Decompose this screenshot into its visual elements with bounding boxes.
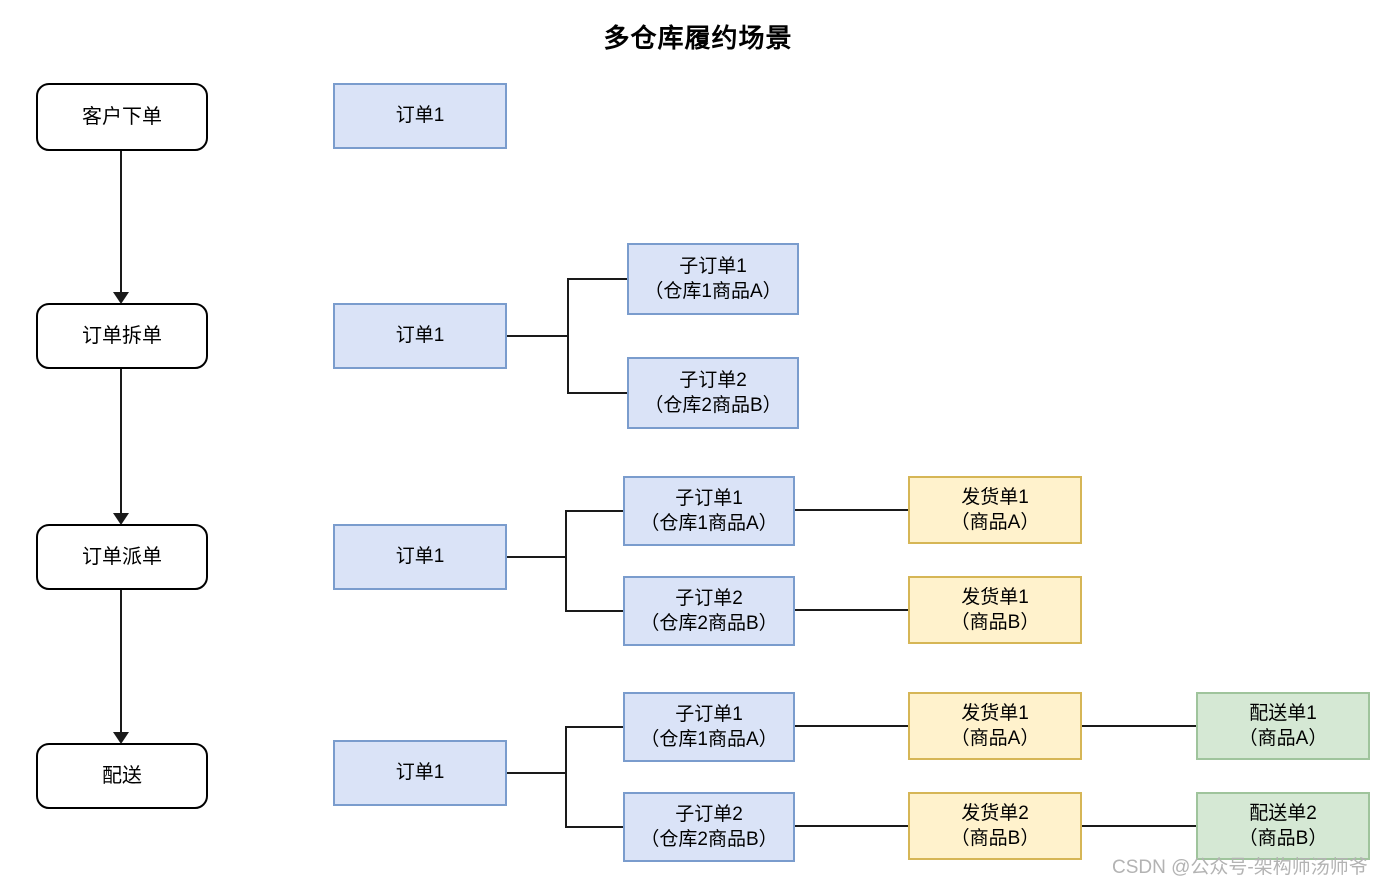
node-label-primary: 发货单2 bbox=[961, 802, 1029, 824]
shipment-node-row-delivery-1[interactable]: 发货单1 （商品A） bbox=[908, 692, 1082, 760]
suborder-to-shipment-line-row-order-dispatch-2 bbox=[795, 609, 908, 611]
fork-riser-row-order-dispatch bbox=[565, 510, 567, 612]
node-label-primary: 订单1 bbox=[395, 105, 445, 127]
order-node-row-order-placed-1[interactable]: 订单1 bbox=[333, 83, 507, 149]
shipment-node-row-order-dispatch-1[interactable]: 发货单1 （商品A） bbox=[908, 476, 1082, 544]
node-label-primary: 发货单1 bbox=[961, 486, 1029, 508]
suborder-to-shipment-line-row-order-dispatch-1 bbox=[795, 509, 908, 511]
node-label-primary: 订单1 bbox=[395, 325, 445, 347]
fork-riser-row-delivery bbox=[565, 726, 567, 828]
node-label-secondary: （商品B） bbox=[950, 828, 1040, 849]
stage-arrow-line-1 bbox=[120, 151, 122, 292]
node-label-secondary: （商品A） bbox=[1238, 728, 1328, 749]
node-label-primary: 子订单2 bbox=[675, 587, 743, 609]
node-label-secondary: （仓库2商品B） bbox=[640, 613, 778, 634]
node-label-primary: 订单拆单 bbox=[82, 324, 162, 347]
node-label-primary: 发货单1 bbox=[961, 586, 1029, 608]
order-to-fork-line-row-order-dispatch bbox=[507, 556, 565, 558]
fork-branch-2-row-delivery bbox=[565, 826, 623, 828]
node-label-primary: 订单派单 bbox=[82, 545, 162, 568]
stage-arrow-head-1 bbox=[113, 292, 129, 304]
node-label-primary: 客户下单 bbox=[82, 105, 162, 128]
node-label-primary: 子订单2 bbox=[675, 803, 743, 825]
shipment-node-row-order-dispatch-2[interactable]: 发货单1 （商品B） bbox=[908, 576, 1082, 644]
suborder-node-row-delivery-1[interactable]: 子订单1 （仓库1商品A） bbox=[623, 692, 795, 762]
stage-node-3[interactable]: 订单派单 bbox=[36, 524, 208, 590]
stage-arrow-line-3 bbox=[120, 590, 122, 732]
fork-branch-1-row-order-split bbox=[567, 278, 627, 280]
node-label-secondary: （仓库2商品B） bbox=[640, 829, 778, 850]
delivery-node-row-delivery-2[interactable]: 配送单2 （商品B） bbox=[1196, 792, 1370, 860]
node-label-primary: 子订单1 bbox=[675, 487, 743, 509]
fork-riser-row-order-split bbox=[567, 278, 569, 394]
fork-branch-1-row-order-dispatch bbox=[565, 510, 623, 512]
suborder-to-shipment-line-row-delivery-1 bbox=[795, 725, 908, 727]
order-node-row-order-split-1[interactable]: 订单1 bbox=[333, 303, 507, 369]
order-to-fork-line-row-delivery bbox=[507, 772, 565, 774]
suborder-node-row-order-split-1[interactable]: 子订单1 （仓库1商品A） bbox=[627, 243, 799, 315]
stage-arrow-head-2 bbox=[113, 513, 129, 525]
suborder-node-row-order-dispatch-1[interactable]: 子订单1 （仓库1商品A） bbox=[623, 476, 795, 546]
node-label-secondary: （仓库1商品A） bbox=[640, 513, 778, 534]
node-label-primary: 发货单1 bbox=[961, 702, 1029, 724]
order-node-row-order-dispatch-1[interactable]: 订单1 bbox=[333, 524, 507, 590]
node-label-secondary: （仓库1商品A） bbox=[644, 281, 782, 302]
fork-branch-1-row-delivery bbox=[565, 726, 623, 728]
suborder-to-shipment-line-row-delivery-2 bbox=[795, 825, 908, 827]
page-title: 多仓库履约场景 bbox=[603, 23, 793, 53]
node-label-primary: 订单1 bbox=[395, 762, 445, 784]
watermark-label: CSDN @公众号-架构师汤师爷 bbox=[1112, 857, 1368, 878]
order-node-row-delivery-1[interactable]: 订单1 bbox=[333, 740, 507, 806]
node-label-secondary: （仓库2商品B） bbox=[644, 395, 782, 416]
node-label-secondary: （商品A） bbox=[950, 512, 1040, 533]
fork-branch-2-row-order-split bbox=[567, 392, 627, 394]
fork-branch-2-row-order-dispatch bbox=[565, 610, 623, 612]
node-label-primary: 配送单1 bbox=[1249, 702, 1317, 724]
stage-arrow-head-3 bbox=[113, 732, 129, 744]
node-label-primary: 子订单1 bbox=[679, 255, 747, 277]
shipment-to-delivery-line-row-delivery-1 bbox=[1082, 725, 1196, 727]
order-to-fork-line-row-order-split bbox=[507, 335, 567, 337]
node-label-primary: 子订单1 bbox=[675, 703, 743, 725]
node-label-primary: 配送单2 bbox=[1249, 802, 1317, 824]
node-label-secondary: （商品B） bbox=[1238, 828, 1328, 849]
suborder-node-row-delivery-2[interactable]: 子订单2 （仓库2商品B） bbox=[623, 792, 795, 862]
node-label-secondary: （商品B） bbox=[950, 612, 1040, 633]
suborder-node-row-order-split-2[interactable]: 子订单2 （仓库2商品B） bbox=[627, 357, 799, 429]
node-label-primary: 子订单2 bbox=[679, 369, 747, 391]
stage-arrow-line-2 bbox=[120, 369, 122, 513]
node-label-secondary: （商品A） bbox=[950, 728, 1040, 749]
suborder-node-row-order-dispatch-2[interactable]: 子订单2 （仓库2商品B） bbox=[623, 576, 795, 646]
node-label-secondary: （仓库1商品A） bbox=[640, 729, 778, 750]
stage-node-4[interactable]: 配送 bbox=[36, 743, 208, 809]
delivery-node-row-delivery-1[interactable]: 配送单1 （商品A） bbox=[1196, 692, 1370, 760]
stage-node-2[interactable]: 订单拆单 bbox=[36, 303, 208, 369]
shipment-to-delivery-line-row-delivery-2 bbox=[1082, 825, 1196, 827]
shipment-node-row-delivery-2[interactable]: 发货单2 （商品B） bbox=[908, 792, 1082, 860]
stage-node-1[interactable]: 客户下单 bbox=[36, 83, 208, 151]
node-label-primary: 订单1 bbox=[395, 546, 445, 568]
node-label-primary: 配送 bbox=[102, 764, 142, 787]
